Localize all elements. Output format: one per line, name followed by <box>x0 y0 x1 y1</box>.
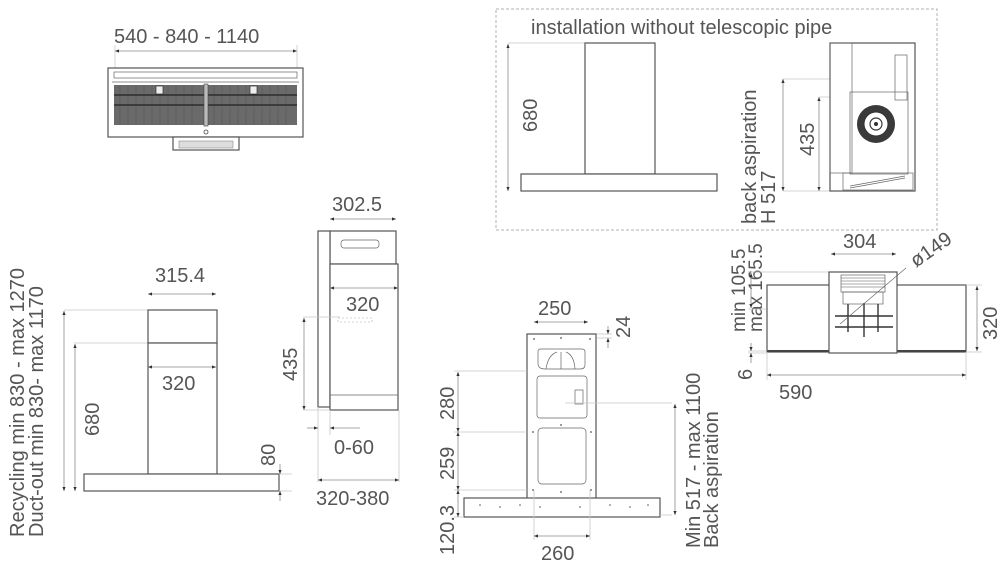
inset-side-height-label: 435 <box>797 123 819 156</box>
inset-border <box>495 8 938 231</box>
rear-dim-lower-label: 120.3 <box>437 505 459 555</box>
side-chimney-body <box>329 263 399 411</box>
inset-title: installation without telescopic pipe <box>531 17 832 39</box>
inset-side-label-line1: back aspiration <box>739 89 761 224</box>
light-icon <box>203 129 209 135</box>
rear-aspiration-label-line2: Back aspiration <box>701 411 723 548</box>
side-vent-slot <box>340 239 380 249</box>
total-depth-label: 320-380 <box>316 488 389 510</box>
rear-connector <box>574 389 584 405</box>
side-chimney-top <box>329 230 397 265</box>
front-height-label: 680 <box>82 403 104 436</box>
rear-canopy <box>463 497 661 518</box>
inset-front-height-label: 680 <box>520 99 542 132</box>
rear-view: 250 24 280 259 120.3 <box>437 298 723 565</box>
filter-handle-icon <box>249 85 258 95</box>
side-height-label: 435 <box>280 348 302 381</box>
rear-screw-dots <box>479 337 649 508</box>
rear-dim-middle-label: 259 <box>437 447 459 480</box>
duct-out-range-label: Duct-out min 830- max 1170 <box>26 286 48 537</box>
body-depth-label: 320 <box>346 294 379 316</box>
recycling-range-label: Recycling min 830 - max 1270 <box>7 268 29 537</box>
plan-min-label: min 105.5 <box>729 249 750 332</box>
outlet-width-label: 304 <box>843 231 876 253</box>
chimney-upper-section <box>147 309 218 344</box>
chimney-width-label: 320 <box>162 373 195 395</box>
filter-handle-icon <box>155 85 164 95</box>
filter-divider <box>203 83 209 127</box>
canopy-thickness-label: 80 <box>258 444 280 466</box>
front-canopy <box>83 473 280 492</box>
chimney-vent <box>178 140 234 149</box>
top-width-label: 540 - 840 - 1140 <box>114 26 259 48</box>
plan-depth-label: 320 <box>980 307 1000 340</box>
front-view: Recycling min 830 - max 1270 Duct-out mi… <box>7 265 292 537</box>
rear-top-width-label: 250 <box>538 298 571 320</box>
inset-panel: installation without telescopic pipe 680… <box>495 8 938 231</box>
plan-max-label: max 165.5 <box>746 243 767 332</box>
side-view: 302.5 320 435 0-60 320-380 <box>280 194 400 510</box>
inset-side-label-line2: H 517 <box>758 171 780 224</box>
inset-chimney <box>584 42 656 175</box>
rear-aspiration-label-line1: Min 517 - max 1100 <box>683 373 705 548</box>
hood-top-strip <box>113 71 298 79</box>
plan-total-width-label: 590 <box>779 382 812 404</box>
plan-edge-label: 6 <box>735 369 757 380</box>
diameter-leader-line <box>839 267 907 325</box>
plan-motor-box <box>842 291 884 305</box>
chimney-top-width-label: 315.4 <box>155 265 205 287</box>
inlet-detail <box>545 351 576 370</box>
rear-air-inlet <box>537 348 586 370</box>
rear-bottom-width-label: 260 <box>541 543 574 565</box>
rear-chimney-outline <box>526 333 597 507</box>
top-view: 540 - 840 - 1140 <box>107 26 304 151</box>
wall-gap-label: 0-60 <box>334 437 374 459</box>
top-depth-label: 302.5 <box>332 194 382 216</box>
hidden-line <box>337 317 373 323</box>
chimney-lower-section <box>147 342 218 475</box>
rear-control-box <box>536 375 588 419</box>
rear-dim-upper-label: 280 <box>437 387 459 420</box>
motor-side-section <box>829 42 916 192</box>
plan-motor-frame <box>835 303 893 337</box>
rear-access-panel <box>537 427 587 485</box>
offset-label: 24 <box>613 316 635 338</box>
side-wall-bracket <box>317 230 331 408</box>
outlet-grille <box>841 277 885 288</box>
plan-view: min 105.5 max 165.5 304 ø149 320 6 <box>729 228 1000 404</box>
duct-diameter-label: ø149 <box>906 228 956 272</box>
inset-canopy <box>520 173 718 192</box>
